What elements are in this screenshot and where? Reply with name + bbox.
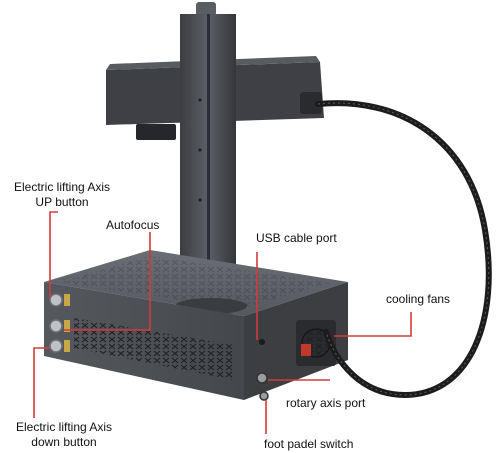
leader-lines <box>33 211 412 434</box>
button-autofocus[interactable] <box>49 319 70 333</box>
label-up-button-line2: UP button <box>35 195 89 209</box>
label-foot-switch: foot padel switch <box>264 437 354 451</box>
label-down-button-line2: down button <box>31 435 97 449</box>
label-down-button-line1: Electric lifting Axis <box>15 420 113 434</box>
leader-down <box>33 347 50 418</box>
usb-port-icon <box>259 339 265 345</box>
label-usb-port: USB cable port <box>256 231 337 245</box>
leader-cooling <box>334 312 412 337</box>
rotary-port-icon <box>256 372 268 384</box>
label-cooling-fans: cooling fans <box>386 292 451 306</box>
leader-up <box>49 211 58 297</box>
button-down[interactable] <box>49 339 70 353</box>
button-up[interactable] <box>49 293 70 307</box>
label-rotary-port: rotary axis port <box>286 396 366 410</box>
label-up-button: Electric lifting Axis UP button <box>2 180 122 210</box>
foot-switch-port-icon <box>259 391 269 401</box>
label-autofocus: Autofocus <box>106 218 160 232</box>
label-up-button-line1: Electric lifting Axis <box>13 180 111 194</box>
leader-autofocus <box>64 232 151 331</box>
label-down-button: Electric lifting Axis down button <box>2 420 126 450</box>
